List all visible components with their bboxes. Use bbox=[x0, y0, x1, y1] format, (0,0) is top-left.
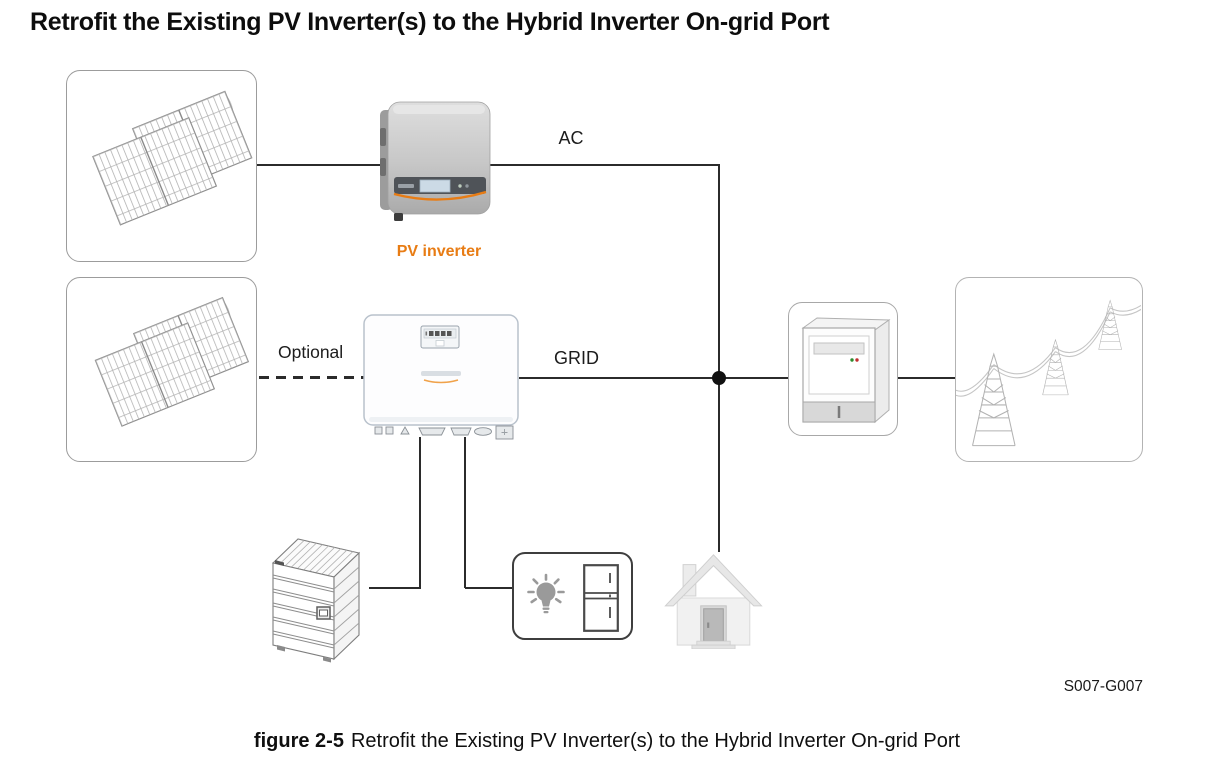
refrigerator-icon bbox=[583, 564, 619, 632]
grid-junction-dot bbox=[712, 371, 726, 385]
pv-inverter-device-image bbox=[380, 101, 491, 221]
optional-dashed-line bbox=[259, 376, 366, 379]
figure-caption-number: figure 2-5 bbox=[253, 730, 344, 752]
loads-drop-line bbox=[464, 437, 466, 588]
power-grid-towers-icon bbox=[956, 300, 1141, 447]
energy-meter-box bbox=[788, 302, 898, 436]
pv-inverter-label: PV inverter bbox=[396, 243, 482, 260]
optional-label: Optional bbox=[278, 342, 344, 362]
light-bulb-icon bbox=[527, 573, 565, 614]
loads-box bbox=[512, 552, 633, 640]
battery-run-line bbox=[369, 587, 421, 589]
house-icon bbox=[664, 554, 763, 649]
grid-connection-line bbox=[519, 377, 789, 379]
hybrid-inverter-ports bbox=[374, 425, 514, 440]
figure-caption: figure 2-5 Retrofit the Existing PV Inver… bbox=[0, 730, 1214, 753]
loads-run-line bbox=[465, 587, 513, 589]
hybrid-inverter-logo bbox=[421, 371, 461, 384]
pv-array-box bbox=[66, 70, 257, 262]
ac-label: AC bbox=[558, 128, 584, 148]
grid-label: GRID bbox=[554, 348, 599, 368]
battery-stack-icon bbox=[271, 538, 361, 663]
page-title: Retrofit the Existing PV Inverter(s) to … bbox=[30, 8, 830, 36]
drawing-code: S007-G007 bbox=[1063, 678, 1143, 695]
hybrid-inverter-display bbox=[420, 325, 460, 349]
battery-drop-line bbox=[419, 437, 421, 588]
pv-array-optional-box bbox=[66, 277, 257, 462]
solar-array-optional-icon bbox=[94, 296, 250, 427]
figure-caption-text: Retrofit the Existing PV Inverter(s) to … bbox=[350, 730, 961, 752]
solar-array-icon bbox=[92, 90, 253, 226]
hybrid-inverter-device-image bbox=[363, 314, 519, 440]
power-grid-box bbox=[955, 277, 1143, 462]
meter-to-towers-line bbox=[897, 377, 956, 379]
energy-meter-icon bbox=[801, 317, 891, 424]
grid-vertical-line bbox=[718, 164, 720, 552]
